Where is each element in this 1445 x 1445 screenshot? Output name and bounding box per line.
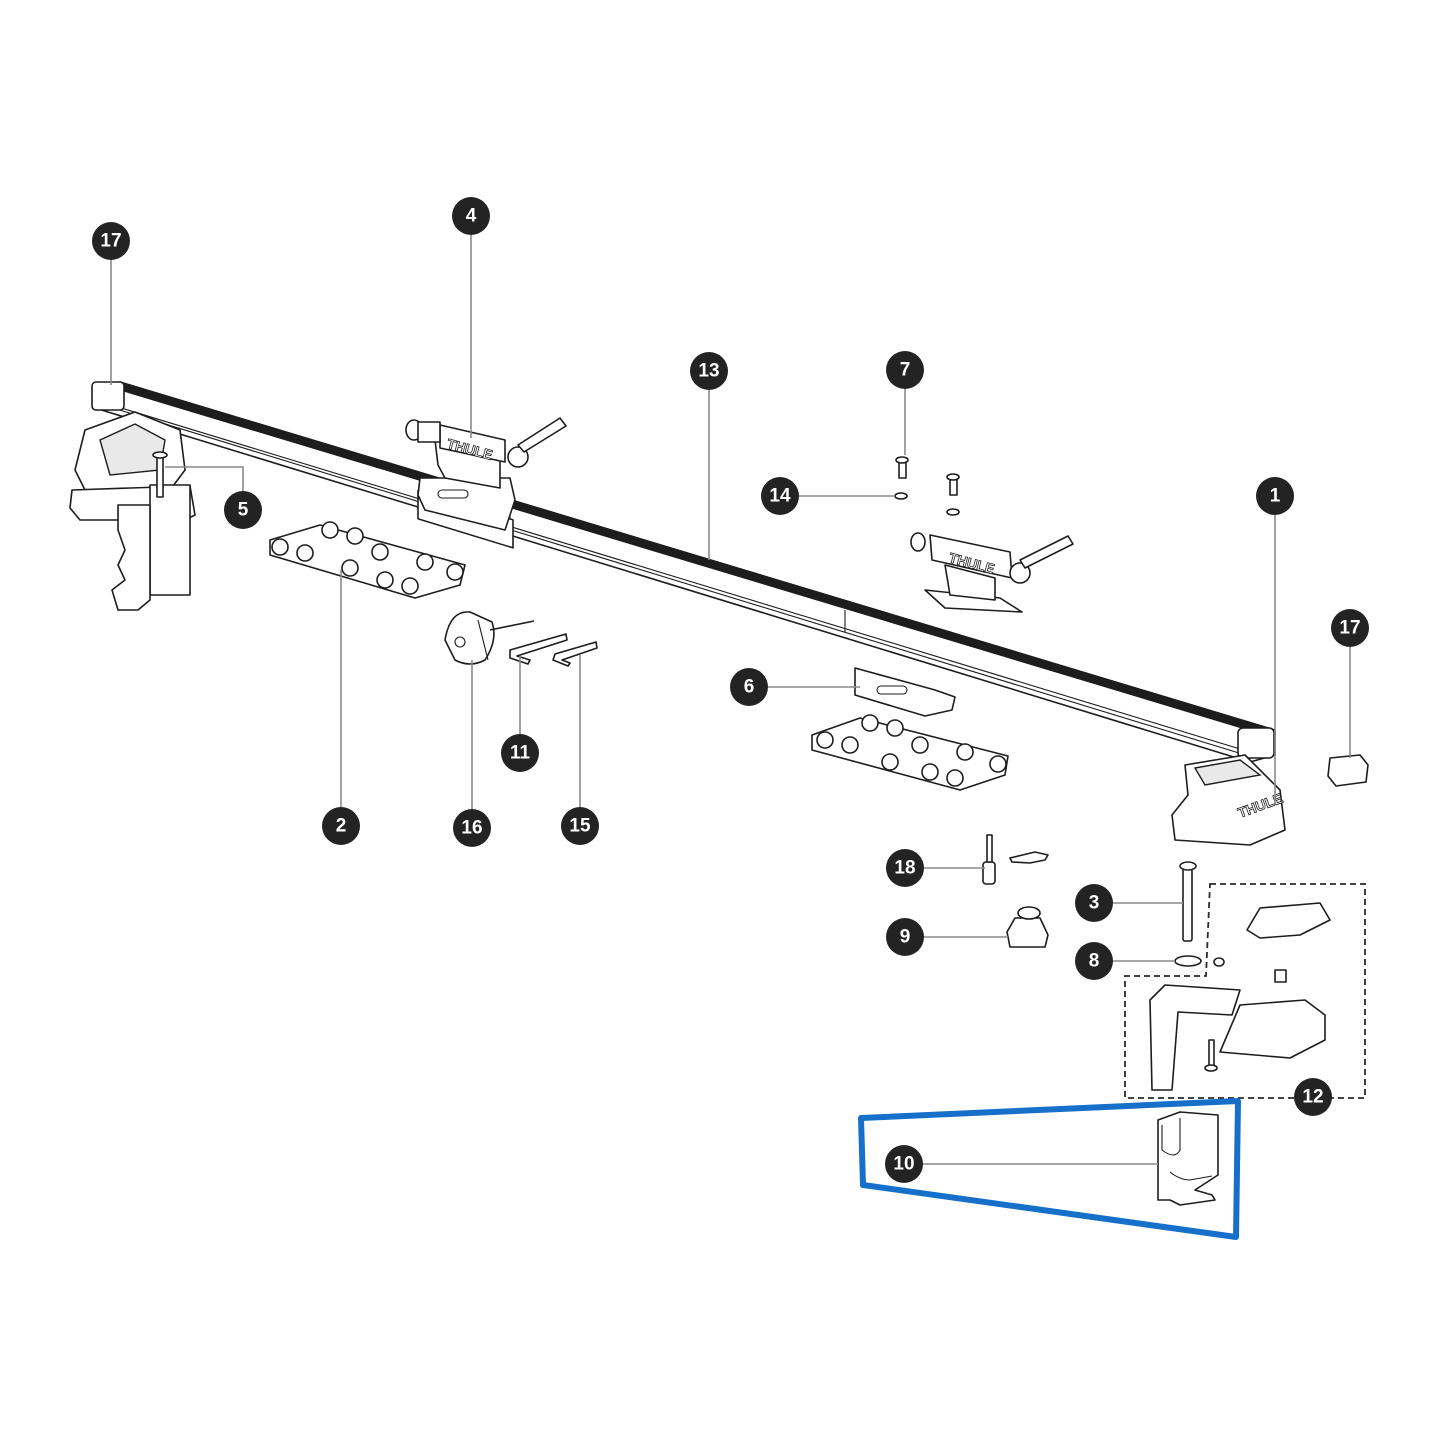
- callout-12[interactable]: 12: [1294, 1078, 1332, 1116]
- callout-3[interactable]: 3: [1075, 884, 1113, 922]
- rubber-washer: [1174, 955, 1225, 967]
- callout-13[interactable]: 13: [690, 352, 728, 390]
- svg-text:11: 11: [510, 743, 531, 764]
- svg-text:15: 15: [569, 816, 591, 837]
- callout-1[interactable]: 1: [1256, 477, 1294, 515]
- callout-16[interactable]: 16: [453, 809, 491, 847]
- callout-18[interactable]: 18: [886, 849, 924, 887]
- load-bar: [91, 381, 1276, 763]
- callout-6[interactable]: 6: [730, 668, 768, 706]
- svg-text:1: 1: [1270, 486, 1281, 507]
- callout-9[interactable]: 9: [886, 918, 924, 956]
- tools: [444, 611, 598, 667]
- lock-housing: [1006, 906, 1049, 948]
- fork-mount-loose: THULE: [910, 532, 1074, 613]
- svg-text:17: 17: [1339, 618, 1360, 639]
- svg-text:12: 12: [1302, 1087, 1323, 1108]
- callout-17-right[interactable]: 17: [1331, 609, 1369, 647]
- svg-text:4: 4: [466, 206, 477, 227]
- mounting-channel: [854, 667, 956, 717]
- svg-text:16: 16: [461, 818, 482, 839]
- callout-5[interactable]: 5: [224, 491, 262, 529]
- adapter-plate-right: [811, 714, 1009, 791]
- svg-text:3: 3: [1089, 893, 1100, 914]
- svg-text:13: 13: [698, 361, 719, 382]
- highlight-outline: [858, 1098, 1241, 1240]
- callout-14[interactable]: 14: [761, 477, 799, 515]
- svg-text:5: 5: [238, 500, 249, 521]
- right-foot: THULE: [1171, 754, 1286, 846]
- svg-text:10: 10: [893, 1154, 914, 1175]
- svg-text:14: 14: [769, 486, 791, 507]
- callout-4[interactable]: 4: [452, 197, 490, 235]
- callout-10[interactable]: 10: [885, 1145, 923, 1183]
- svg-text:2: 2: [336, 816, 347, 837]
- svg-text:18: 18: [894, 858, 915, 879]
- svg-text:7: 7: [900, 360, 911, 381]
- callout-7[interactable]: 7: [886, 351, 924, 389]
- callout-11[interactable]: 11: [501, 734, 539, 772]
- callout-17-left[interactable]: 17: [92, 222, 130, 260]
- lock-cylinder: [982, 834, 1049, 885]
- svg-text:9: 9: [900, 927, 911, 948]
- end-cap-right: [1327, 754, 1369, 787]
- svg-text:17: 17: [100, 231, 121, 252]
- svg-text:8: 8: [1089, 951, 1100, 972]
- callout-8[interactable]: 8: [1075, 942, 1113, 980]
- adapter-plate-left: [269, 521, 466, 599]
- callout-15[interactable]: 15: [561, 807, 599, 845]
- left-foot-assembly: [69, 411, 196, 611]
- screws-and-washers: [894, 456, 960, 516]
- foot-bracket-kit: [1124, 883, 1366, 1099]
- callout-2[interactable]: 2: [322, 807, 360, 845]
- fork-mount-on-bar: THULE: [405, 417, 567, 549]
- long-bolt: [1179, 861, 1197, 942]
- clamp-hook-highlighted: [858, 1098, 1241, 1240]
- leader-lines: [110, 216, 1351, 1165]
- svg-text:6: 6: [744, 677, 755, 698]
